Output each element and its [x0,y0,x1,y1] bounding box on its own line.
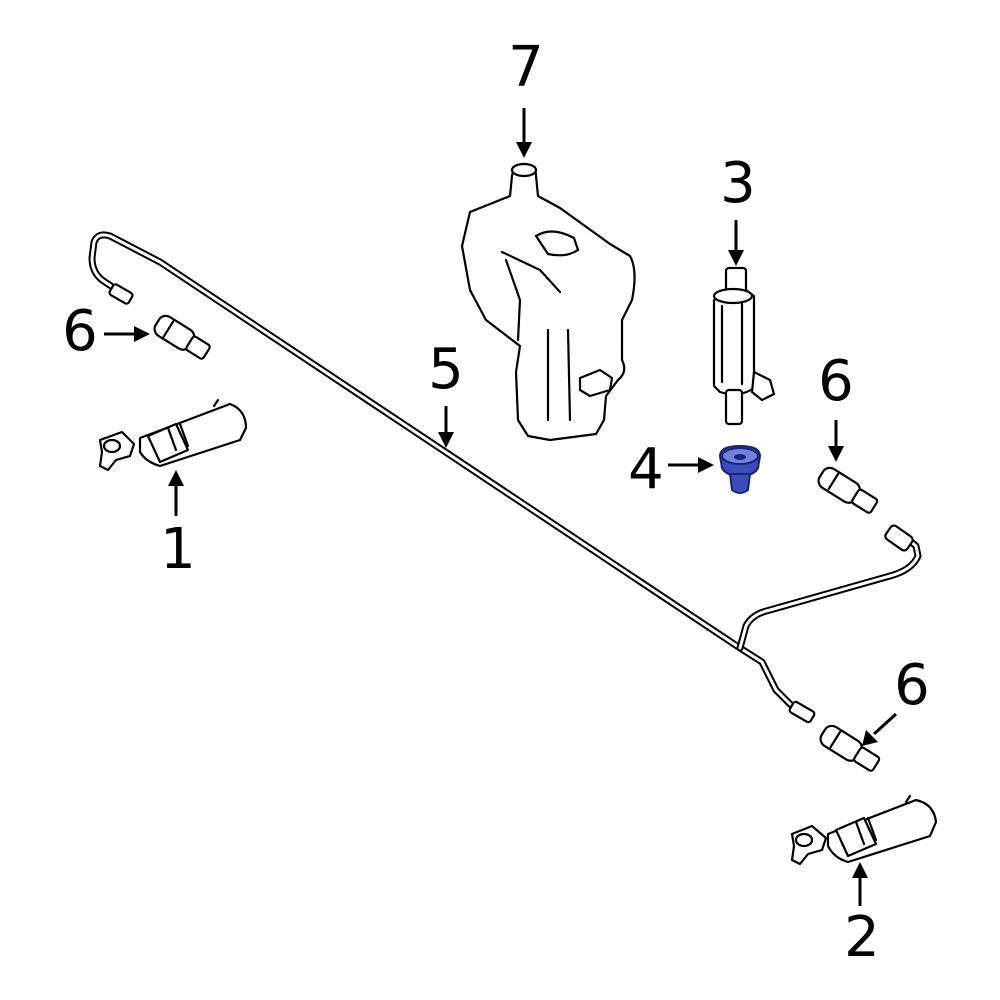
nozzle-fitting-part-6-left[interactable] [152,313,213,362]
headlamp-washer-nozzle-part-2[interactable] [790,794,938,866]
nozzle-fitting-part-6-right-upper[interactable] [816,465,880,517]
grommet-part-4[interactable] [718,444,762,494]
nozzle-fitting-part-6-right-lower[interactable] [818,723,882,775]
callout-6-left: 6 [62,299,98,364]
arrow-3 [728,220,744,266]
callout-3: 3 [720,151,756,216]
arrow-7 [516,108,532,158]
arrow-2 [852,862,868,906]
washer-hose-part-5[interactable] [88,231,922,724]
callout-6-right-lower: 6 [894,653,930,718]
arrow-4 [668,457,714,473]
arrow-6-right-lower [862,712,898,746]
callout-4: 4 [628,437,664,502]
callout-6-right-upper: 6 [818,349,854,414]
callout-1: 1 [160,517,196,582]
callout-2: 2 [844,905,880,970]
headlamp-washer-nozzle-part-1[interactable] [98,398,248,472]
arrow-1 [168,470,184,516]
arrow-6-right-upper [828,420,844,462]
washer-pump-part-3[interactable] [712,266,776,426]
callout-7: 7 [508,35,544,100]
arrow-6-left [104,326,150,342]
arrow-5 [438,406,454,448]
washer-reservoir-part-7[interactable] [460,162,636,442]
callout-5: 5 [428,337,464,402]
leader-arrows [104,108,898,906]
